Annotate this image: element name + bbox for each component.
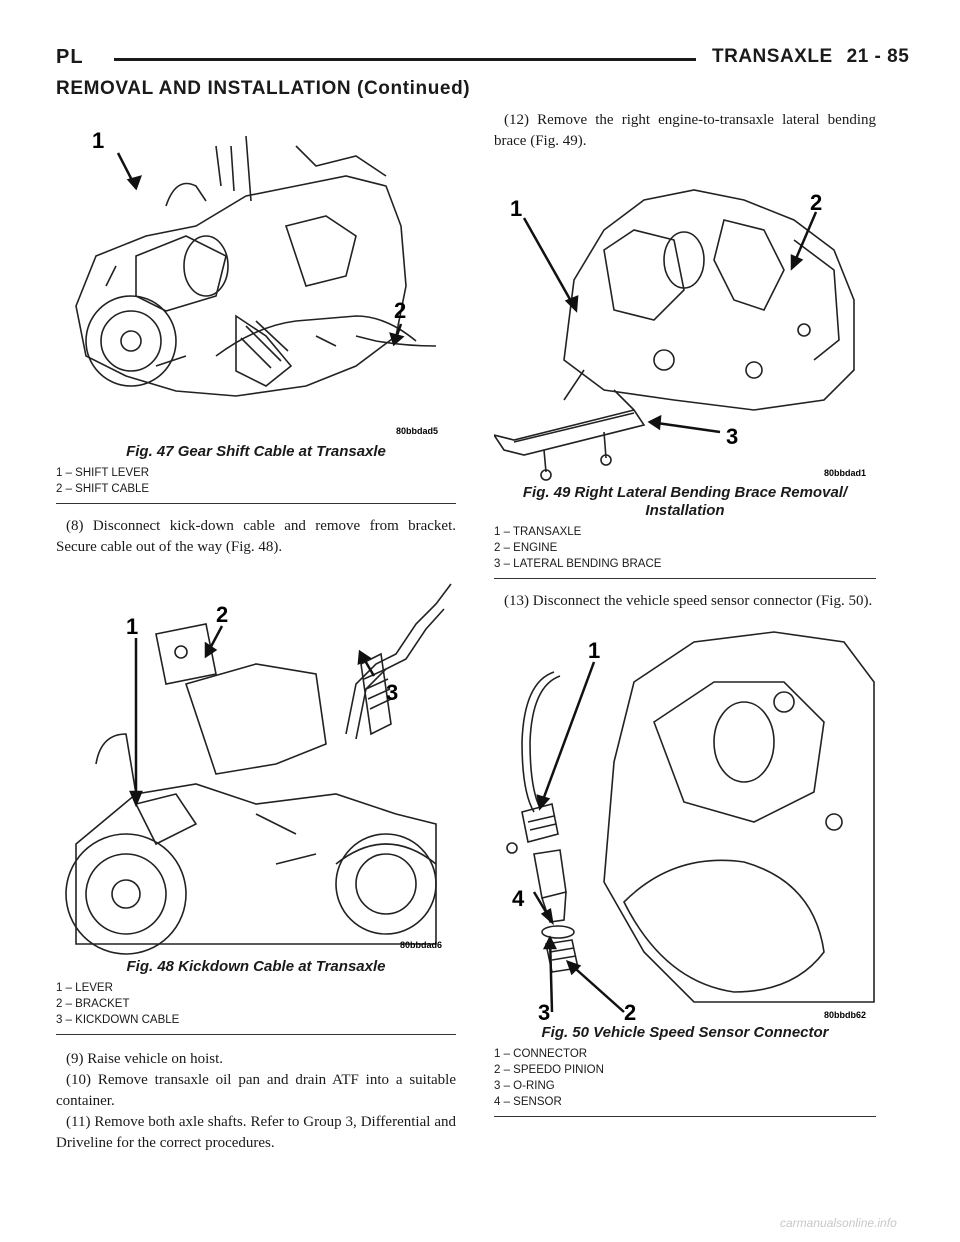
fig48-legend: 1 – LEVER 2 – BRACKET 3 – KICKDOWN CABLE (56, 980, 456, 1035)
fig50-illustration: 1 4 3 2 80bbdb62 (506, 631, 875, 1022)
fig50-callout-3: 3 (538, 1000, 550, 1022)
fig47-illustration: 1 2 80bbdad5 (75, 128, 438, 436)
fig50-caption: Fig. 50 Vehicle Speed Sensor Connector (541, 1024, 829, 1041)
fig50-legend-item: 1 – CONNECTOR (494, 1048, 588, 1060)
fig48-callout-2: 2 (216, 602, 228, 627)
fig50-code: 80bbdb62 (824, 1010, 866, 1020)
fig48-callout-1: 1 (126, 614, 138, 639)
fig49-legend-item: 2 – ENGINE (494, 542, 558, 554)
fig47-legend-item: 2 – SHIFT CABLE (56, 483, 150, 495)
step-11: (11) Remove both axle shafts. Refer to G… (56, 1114, 456, 1151)
fig48-legend-item: 1 – LEVER (56, 982, 113, 994)
fig48-legend-item: 3 – KICKDOWN CABLE (56, 1014, 180, 1026)
fig49-legend: 1 – TRANSAXLE 2 – ENGINE 3 – LATERAL BEN… (494, 524, 876, 579)
fig48-callout-3: 3 (386, 680, 398, 705)
step-13: (13) Disconnect the vehicle speed sensor… (504, 593, 873, 609)
figure-49: 1 2 3 80bbdad1 Fig. 49 Right Lateral Ben… (494, 160, 876, 579)
header-page-number: 21 - 85 (846, 46, 910, 67)
fig49-caption-line1: Fig. 49 Right Lateral Bending Brace Remo… (522, 484, 848, 501)
fig49-callout-3: 3 (726, 424, 738, 449)
fig49-caption-line2: Installation (645, 502, 725, 519)
fig50-legend-item: 3 – O-RING (494, 1080, 555, 1092)
fig47-legend-item: 1 – SHIFT LEVER (56, 467, 150, 479)
fig48-illustration: 1 2 3 80bbdad6 (65, 583, 452, 955)
fig48-legend-item: 2 – BRACKET (56, 998, 130, 1010)
figure-48: 1 2 3 80bbdad6 Fig. 48 Kickdown Cable at… (56, 564, 456, 1035)
step-8: (8) Disconnect kick-down cable and remov… (56, 518, 456, 555)
left-column: 1 2 80bbdad5 Fig. 47 Gear Shift Cable at… (56, 106, 456, 1154)
fig50-callout-4: 4 (512, 886, 525, 911)
fig49-callout-1: 1 (510, 196, 522, 221)
fig47-legend: 1 – SHIFT LEVER 2 – SHIFT CABLE (56, 465, 456, 504)
figure-50: 1 4 3 2 80bbdb62 Fig. 50 Vehicle Speed S… (494, 622, 876, 1117)
header-title: TRANSAXLE (712, 46, 833, 67)
header-title-group: TRANSAXLE 21 - 85 (712, 46, 909, 68)
fig48-caption: Fig. 48 Kickdown Cable at Transaxle (126, 958, 386, 975)
fig50-callout-2: 2 (624, 1000, 636, 1022)
step-9: (9) Raise vehicle on hoist. (66, 1051, 224, 1067)
header-vehicle-code: PL (56, 46, 84, 68)
fig49-legend-item: 3 – LATERAL BENDING BRACE (494, 558, 662, 570)
header-rule (114, 58, 696, 61)
figure-47: 1 2 80bbdad5 Fig. 47 Gear Shift Cable at… (56, 106, 456, 504)
fig47-callout-1: 1 (92, 128, 104, 153)
fig49-legend-item: 1 – TRANSAXLE (494, 526, 582, 538)
fig49-illustration: 1 2 3 80bbdad1 (494, 189, 866, 481)
fig49-code: 80bbdad1 (824, 468, 866, 478)
fig48-code: 80bbdad6 (400, 940, 442, 950)
step-12: (12) Remove the right engine-to-transaxl… (494, 112, 876, 149)
fig50-legend-item: 2 – SPEEDO PINION (494, 1064, 604, 1076)
fig50-legend-item: 4 – SENSOR (494, 1096, 562, 1108)
fig49-caption: Fig. 49 Right Lateral Bending Brace Remo… (494, 484, 876, 520)
fig49-callout-2: 2 (810, 190, 822, 215)
fig50-callout-1: 1 (588, 638, 600, 663)
watermark: carmanualsonline.info (780, 1216, 897, 1230)
fig47-callout-2: 2 (394, 298, 406, 323)
step-10: (10) Remove transaxle oil pan and drain … (56, 1072, 456, 1109)
fig47-caption: Fig. 47 Gear Shift Cable at Transaxle (126, 443, 386, 460)
section-title: REMOVAL AND INSTALLATION (Continued) (56, 78, 471, 99)
fig47-code: 80bbdad5 (396, 426, 438, 436)
right-column: (12) Remove the right engine-to-transaxl… (494, 110, 876, 1117)
fig50-legend: 1 – CONNECTOR 2 – SPEEDO PINION 3 – O-RI… (494, 1046, 876, 1117)
